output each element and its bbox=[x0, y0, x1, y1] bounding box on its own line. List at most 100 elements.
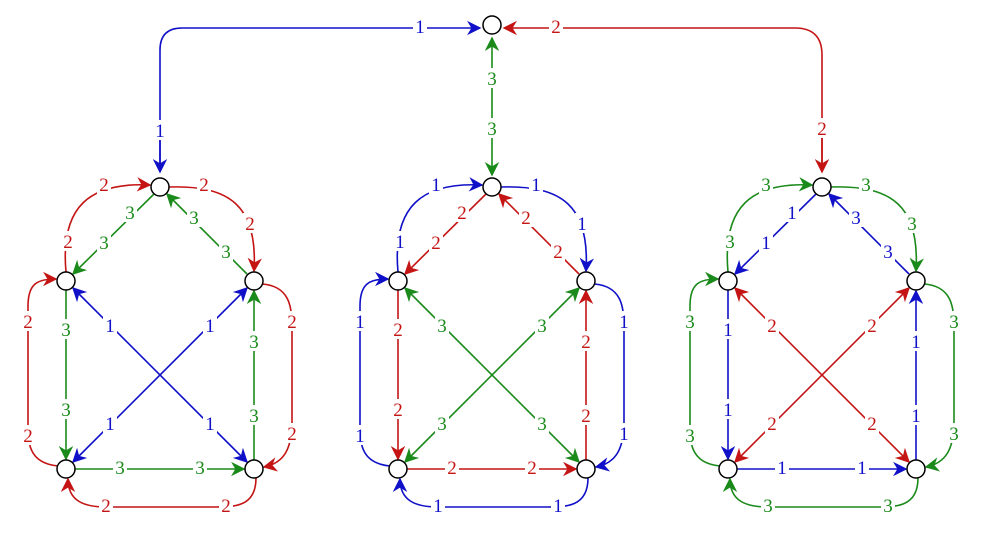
edge-label: 1 bbox=[619, 424, 629, 445]
g3-outer-bottom bbox=[722, 477, 919, 508]
top-node bbox=[482, 15, 502, 35]
g2-node-top bbox=[482, 177, 502, 197]
g1-outer-top-left bbox=[64, 177, 152, 273]
edge-label-background bbox=[429, 174, 443, 194]
connector-top-left bbox=[159, 20, 482, 170]
edge-label: 2 bbox=[767, 316, 777, 337]
edge-label: 2 bbox=[393, 400, 403, 421]
edge-label-background bbox=[855, 457, 869, 477]
edge-label: 2 bbox=[457, 203, 467, 224]
edge-label: 3 bbox=[249, 332, 259, 353]
edge-label-background bbox=[525, 457, 539, 477]
edge-label: 1 bbox=[619, 312, 629, 333]
edge-label: 2 bbox=[245, 214, 255, 235]
edge-label-background bbox=[21, 425, 35, 445]
edge-label-background bbox=[909, 331, 923, 351]
edge-label-background bbox=[775, 457, 789, 477]
edge-label-background bbox=[413, 16, 427, 36]
edge-label: 2 bbox=[581, 332, 591, 353]
edge-label: 2 bbox=[767, 414, 777, 435]
edge-label: 1 bbox=[105, 414, 115, 435]
edge-label: 1 bbox=[433, 496, 443, 517]
edge-label-background bbox=[579, 331, 593, 351]
g1-outer-bottom bbox=[60, 477, 257, 508]
g2-outer-top-right bbox=[500, 186, 594, 273]
g1-node-mid-right bbox=[244, 271, 264, 291]
edge-label-background bbox=[113, 457, 127, 477]
edge-label: 1 bbox=[431, 175, 441, 196]
g2-outer-left bbox=[359, 271, 391, 467]
edge-label: 3 bbox=[437, 414, 447, 435]
g3-outer-top-right bbox=[830, 186, 924, 273]
edge-label-background bbox=[435, 413, 449, 433]
edge-label-background bbox=[391, 399, 405, 419]
g3-node-bottom-left bbox=[718, 459, 738, 479]
edge-label-background bbox=[59, 319, 73, 339]
edge-label: 3 bbox=[949, 424, 959, 445]
edge-label-background bbox=[247, 331, 261, 351]
edge-label-background bbox=[61, 231, 75, 251]
edge-label: 2 bbox=[63, 232, 73, 253]
connector-top-right bbox=[502, 20, 823, 170]
g1-outer-right bbox=[261, 283, 293, 472]
edge-label: 2 bbox=[101, 496, 111, 517]
edge-label-background bbox=[905, 213, 919, 233]
edge-label-background bbox=[535, 315, 549, 335]
edge-label-background bbox=[721, 319, 735, 339]
edge-label: 1 bbox=[723, 400, 733, 421]
edge-label: 1 bbox=[205, 316, 215, 337]
edge-label: 3 bbox=[195, 458, 205, 479]
edge-label: 2 bbox=[817, 119, 827, 140]
edge-label: 2 bbox=[527, 458, 537, 479]
edge-label-background bbox=[759, 232, 773, 252]
edge-label-background bbox=[203, 413, 217, 433]
edge-label: 2 bbox=[221, 496, 231, 517]
edge-label-background bbox=[153, 120, 167, 140]
g2-outer-bottom bbox=[392, 477, 589, 508]
g2-node-bottom-right bbox=[576, 459, 596, 479]
edge-label-background bbox=[285, 311, 299, 331]
edge-label: 3 bbox=[861, 175, 871, 196]
edge-label: 2 bbox=[867, 316, 877, 337]
edge-label: 2 bbox=[447, 458, 457, 479]
g1-inner-right bbox=[165, 192, 248, 275]
edge-label: 2 bbox=[431, 233, 441, 254]
g2-node-mid-right bbox=[576, 271, 596, 291]
edge-label-background bbox=[219, 241, 233, 261]
edge-label: 3 bbox=[115, 458, 125, 479]
edge-label: 2 bbox=[867, 414, 877, 435]
g3-outer-left bbox=[689, 271, 721, 467]
edge-label: 2 bbox=[581, 406, 591, 427]
edge-label: 3 bbox=[537, 316, 547, 337]
edge-label: 1 bbox=[577, 214, 587, 235]
edge-label-background bbox=[617, 423, 631, 443]
edge-label-background bbox=[243, 213, 257, 233]
edge-label-background bbox=[103, 315, 117, 335]
edge-label-background bbox=[393, 231, 407, 251]
g2-inner-right bbox=[497, 192, 580, 275]
edge-label: 1 bbox=[761, 233, 771, 254]
edge-label: 1 bbox=[911, 332, 921, 353]
edge-label: 3 bbox=[125, 203, 135, 224]
edge-label-background bbox=[881, 241, 895, 261]
g3-node-top bbox=[812, 177, 832, 197]
edge-label: 2 bbox=[99, 175, 109, 196]
edge-label-background bbox=[97, 174, 111, 194]
edge-label-background bbox=[247, 405, 261, 425]
edge-label: 2 bbox=[287, 312, 297, 333]
edge-label-background bbox=[617, 311, 631, 331]
edge-label: 3 bbox=[763, 496, 773, 517]
edge-label-background bbox=[765, 413, 779, 433]
g3-outer-top-left bbox=[726, 177, 814, 273]
edge-label-background bbox=[187, 207, 201, 227]
edge-label: 2 bbox=[521, 208, 531, 229]
edge-label: 2 bbox=[23, 426, 33, 447]
edge-label-background bbox=[865, 315, 879, 335]
g3-node-bottom-right bbox=[906, 459, 926, 479]
edge-label: 3 bbox=[685, 426, 695, 447]
edge-label: 3 bbox=[189, 208, 199, 229]
g2-inner-left bbox=[403, 193, 487, 276]
g3-inner-right bbox=[827, 192, 910, 275]
edge-label: 1 bbox=[205, 414, 215, 435]
